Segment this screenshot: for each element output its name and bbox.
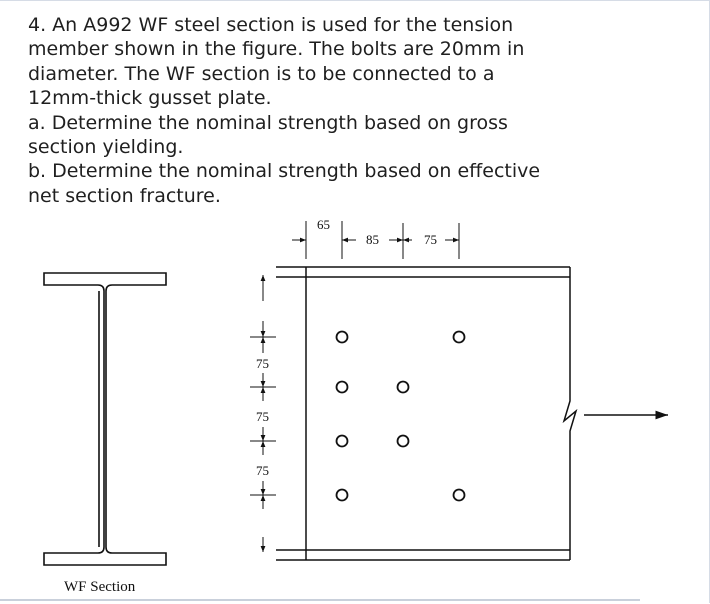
horizontal-dimensions (292, 221, 460, 259)
problem-line: 4. An A992 WF steel section is used for … (28, 14, 514, 36)
problem-line: section yielding. (28, 136, 184, 159)
problem-line: member shown in the figure. The bolts ar… (28, 38, 525, 61)
bolt-hole (335, 330, 349, 344)
problem-line: net section fracture. (28, 184, 221, 207)
vertical-dimensions (250, 275, 276, 552)
problem-line: 12mm-thick gusset plate. (28, 87, 272, 110)
wf-section-caption: WF Section (64, 579, 136, 595)
bolt-hole (335, 488, 349, 502)
dim-65-label: 65 (317, 217, 330, 232)
bottom-rule (0, 599, 640, 601)
bolt-hole (335, 380, 349, 394)
bolt-hole (452, 488, 466, 502)
bolt-hole (452, 330, 466, 344)
bolt-hole (396, 380, 410, 394)
dim-75-vertical-2: 75 (256, 409, 269, 424)
dim-85-label: 85 (366, 232, 379, 247)
bolt-holes (335, 330, 466, 502)
problem-line: diameter. The WF section is to be connec… (28, 62, 495, 85)
problem-line: a. Determine the nominal strength based … (28, 111, 508, 134)
problem-statement: 4. An A992 WF steel section is used for … (28, 13, 688, 208)
wf-section-drawing (43, 272, 167, 566)
dim-75-vertical-3: 75 (256, 463, 269, 478)
member-elevation (276, 266, 578, 561)
problem-line: b. Determine the nominal strength based … (28, 160, 541, 183)
dim-75-vertical-1: 75 (256, 356, 269, 371)
bolt-hole (396, 434, 410, 448)
dim-75-label: 75 (424, 232, 437, 247)
bolt-hole (335, 434, 349, 448)
